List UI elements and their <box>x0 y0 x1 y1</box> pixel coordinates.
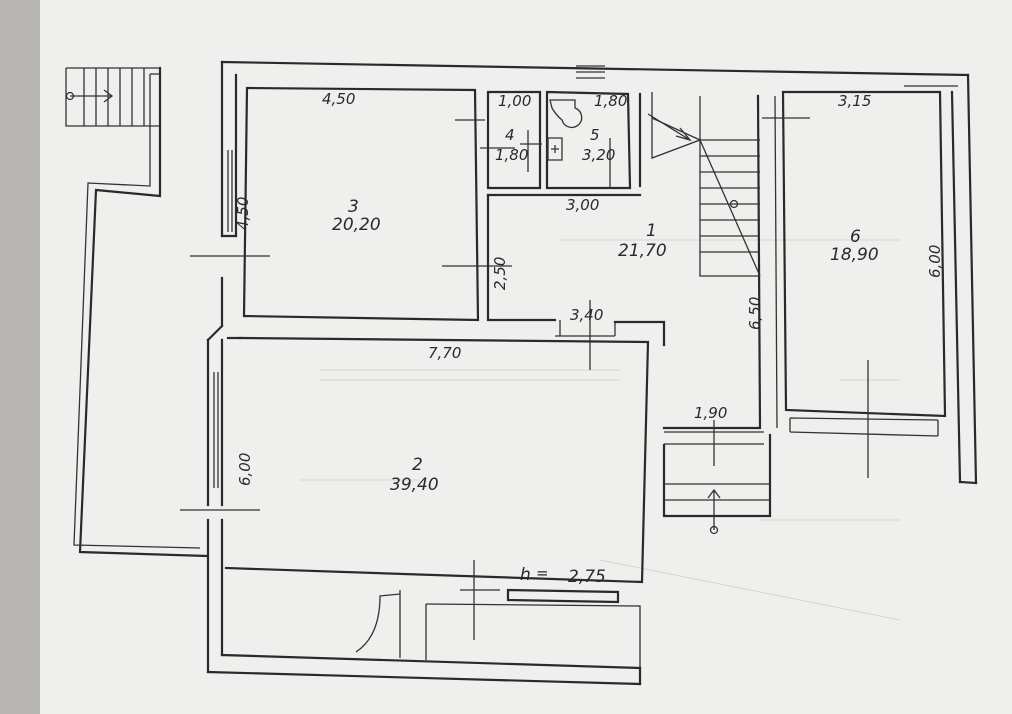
passage-width-label: 1,90 <box>694 404 727 422</box>
room-2-walls <box>180 336 650 668</box>
room2-number: 2 <box>412 455 423 475</box>
room-3-walls <box>190 86 512 322</box>
top-window <box>576 65 605 79</box>
ceiling-height-symbol: h <box>520 565 531 585</box>
room3-width-label: 4,50 <box>322 90 355 108</box>
labels: 4,50 4,50 3 20,20 1,00 4 1,80 1,80 5 3,2… <box>234 90 944 587</box>
room-1-walls <box>486 92 778 430</box>
room4-area: 1,80 <box>495 146 528 164</box>
room2-area: 39,40 <box>390 475 439 495</box>
room5-area: 3,20 <box>582 146 615 164</box>
background-lines <box>300 239 901 621</box>
room1-wall-label: 2,50 <box>491 257 509 290</box>
room6-height-label: 6,00 <box>926 245 944 278</box>
outer-walls <box>206 60 978 686</box>
room-6-walls <box>762 85 958 478</box>
ceiling-height-equals: = <box>536 564 549 582</box>
room3-area: 20,20 <box>332 215 381 235</box>
room5-number: 5 <box>590 126 600 144</box>
room6-width-label: 3,15 <box>838 92 871 110</box>
ceiling-height-value: 2,75 <box>568 567 606 587</box>
inner-stair <box>647 92 761 277</box>
entry-passage <box>662 420 772 535</box>
room3-number: 3 <box>348 197 359 217</box>
room6-area: 18,90 <box>830 245 879 265</box>
room2-width-label: 7,70 <box>428 344 461 362</box>
room6-number: 6 <box>850 227 861 247</box>
room5-width-label: 1,80 <box>594 92 627 110</box>
room1-bottom-label: 3,40 <box>570 306 603 324</box>
outer-stair <box>65 67 160 127</box>
room1-number: 1 <box>646 221 657 241</box>
room1-area: 21,70 <box>618 241 667 261</box>
room4-width-label: 1,00 <box>498 92 531 110</box>
room2-height-label: 6,00 <box>236 453 254 486</box>
room1-width-label: 3,00 <box>566 196 599 214</box>
room4-number: 4 <box>505 126 515 144</box>
bathroom-block <box>480 90 632 190</box>
room1-height-label: 6,50 <box>746 297 764 330</box>
room3-height-label: 4,50 <box>234 197 252 230</box>
balcony <box>73 66 208 558</box>
paper-sheet <box>40 0 1012 714</box>
